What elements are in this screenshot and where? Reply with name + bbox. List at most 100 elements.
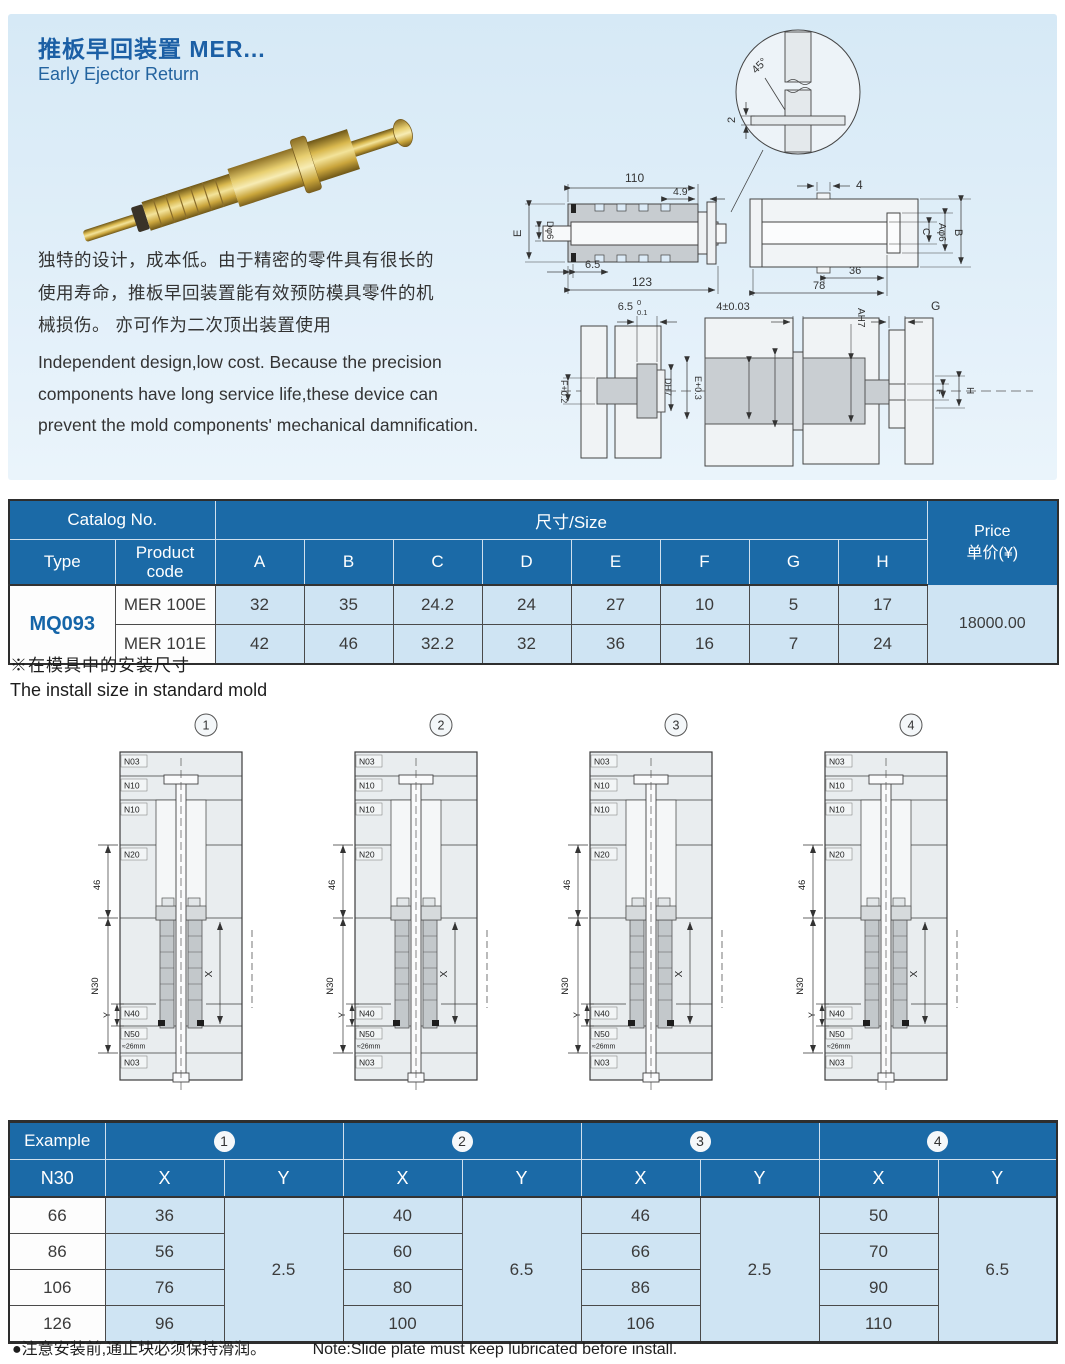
y-header: Y — [937, 1159, 1058, 1198]
table-row: MER 101E 42 46 32.2 32 36 16 7 24 — [9, 624, 1058, 665]
price-value: 18000.00 — [926, 584, 1059, 665]
svg-text:N03: N03 — [829, 757, 845, 767]
description-zh: 独特的设计，成本低。由于精密的零件具有很长的 使用寿命，推板早回装置能有效预防模… — [38, 244, 508, 342]
circled-number-3: 3 — [689, 1130, 711, 1152]
svg-text:Y: Y — [337, 1012, 347, 1018]
install-diagram: 2 — [319, 708, 534, 1106]
size-value: 24.2 — [392, 584, 483, 625]
price-label: Price — [974, 522, 1011, 540]
size-value: 5 — [748, 584, 839, 625]
table-row: 66 36 2.5 40 6.5 46 2.5 50 6.5 — [8, 1196, 1058, 1343]
svg-text:DH7: DH7 — [663, 378, 673, 396]
install-diagram-svg: 4 — [795, 713, 958, 1094]
table-row: 106 76 80 86 90 — [8, 1269, 1057, 1306]
size-value: 42 — [214, 624, 305, 665]
svg-text:X: X — [674, 970, 685, 977]
svg-text:N30: N30 — [90, 977, 101, 994]
size-value: 10 — [659, 584, 750, 625]
x-value: 96 — [104, 1305, 225, 1343]
svg-text:N10: N10 — [124, 805, 140, 815]
svg-text:N30: N30 — [325, 977, 336, 994]
install-diagram: 4 — [789, 708, 1004, 1106]
svg-text:78: 78 — [813, 280, 825, 292]
col-f-header: F — [659, 539, 750, 586]
x-value: 66 — [580, 1233, 701, 1270]
install-diagram: 3 — [554, 708, 769, 1106]
x-value: 90 — [818, 1269, 939, 1306]
col-d-header: D — [481, 539, 572, 586]
svg-text:N30: N30 — [795, 977, 806, 994]
size-header: 尺寸/Size — [214, 499, 928, 540]
type-header: Type — [8, 539, 116, 586]
x-value: 46 — [580, 1196, 701, 1234]
diagram-plate-labels: N03 N10 N10 N20 N40 N50 ≈26mm N03 46 N30… — [90, 757, 215, 1068]
product-code: MER 100E — [114, 584, 216, 625]
diagram-plate-labels: N03 N10 N10 N20 N40 N50 ≈26mm N03 46 N30… — [325, 757, 450, 1068]
x-header: X — [580, 1159, 701, 1198]
n30-value: 66 — [8, 1196, 106, 1234]
svg-text:46: 46 — [797, 880, 808, 891]
svg-text:B: B — [952, 229, 964, 236]
svg-text:N10: N10 — [829, 781, 845, 791]
col-b-header: B — [303, 539, 394, 586]
svg-text:≈26mm: ≈26mm — [357, 1044, 380, 1051]
x-header: X — [342, 1159, 463, 1198]
svg-text:N10: N10 — [829, 805, 845, 815]
col-c-header: C — [392, 539, 483, 586]
size-value: 24 — [481, 584, 572, 625]
size-value: 32 — [214, 584, 305, 625]
footer-note-en: Note:Slide plate must keep lubricated be… — [312, 1341, 678, 1358]
svg-text:N50: N50 — [829, 1029, 845, 1039]
svg-text:≈26mm: ≈26mm — [122, 1044, 145, 1051]
circled-number-2: 2 — [451, 1130, 473, 1152]
table-row: 86 56 60 66 70 — [8, 1233, 1057, 1270]
diagram-plate-labels: N03 N10 N10 N20 N40 N50 ≈26mm N03 46 N30… — [560, 757, 685, 1068]
svg-text:N30: N30 — [560, 977, 571, 994]
svg-text:2: 2 — [726, 117, 738, 123]
x-value: 100 — [342, 1305, 463, 1343]
svg-text:46: 46 — [562, 880, 573, 891]
col-h-header: H — [837, 539, 928, 586]
x-value: 106 — [580, 1305, 701, 1343]
svg-text:N50: N50 — [594, 1029, 610, 1039]
install-diagram-svg: 1 — [90, 713, 253, 1094]
svg-text:N10: N10 — [594, 781, 610, 791]
circled-number-4: 4 — [927, 1130, 949, 1152]
brass-pin-shape — [83, 119, 413, 242]
top-panel: 推板早回装置 MER... Early Ejector Return — [8, 14, 1057, 480]
svg-text:123: 123 — [632, 275, 652, 289]
catalog-no-header: Catalog No. — [8, 499, 216, 540]
product-photo — [83, 119, 413, 242]
svg-text:E: E — [513, 230, 524, 237]
svg-text:N50: N50 — [359, 1029, 375, 1039]
svg-text:N40: N40 — [829, 1009, 845, 1019]
x-header: X — [104, 1159, 225, 1198]
x-value: 60 — [342, 1233, 463, 1270]
x-value: 70 — [818, 1233, 939, 1270]
svg-text:N40: N40 — [124, 1009, 140, 1019]
product-code-header: Product code — [114, 539, 216, 586]
svg-text:≈26mm: ≈26mm — [827, 1044, 850, 1051]
size-value: 35 — [303, 584, 394, 625]
svg-text:N20: N20 — [594, 850, 610, 860]
y-header: Y — [461, 1159, 582, 1198]
group-1-header: 1 — [104, 1121, 344, 1160]
diagram-number: 1 — [203, 719, 210, 733]
example-header: Example — [8, 1121, 106, 1160]
svg-text:F: F — [935, 389, 945, 395]
circled-number-1: 1 — [213, 1130, 235, 1152]
size-value: 32 — [481, 624, 572, 665]
x-value: 56 — [104, 1233, 225, 1270]
install-drawing-dimension-labels: 6.5 0 0.1 4±0.03 AH7 G F+0.2 DH7 E+0.3 F… — [559, 298, 975, 403]
x-header: X — [818, 1159, 939, 1198]
col-a-header: A — [214, 539, 305, 586]
group-3-header: 3 — [580, 1121, 820, 1160]
diagram-plate-labels: N03 N10 N10 N20 N40 N50 ≈26mm N03 46 N30… — [795, 757, 920, 1068]
svg-text:N03: N03 — [594, 757, 610, 767]
y-value: 2.5 — [223, 1196, 344, 1343]
svg-text:N10: N10 — [124, 781, 140, 791]
size-value: 46 — [303, 624, 394, 665]
size-table-section: Catalog No. 尺寸/Size Price 单价(¥) Type Pro… — [8, 499, 1060, 665]
description-zh-line: 使用寿命，推板早回装置能有效预防模具零件的机 — [38, 282, 434, 303]
